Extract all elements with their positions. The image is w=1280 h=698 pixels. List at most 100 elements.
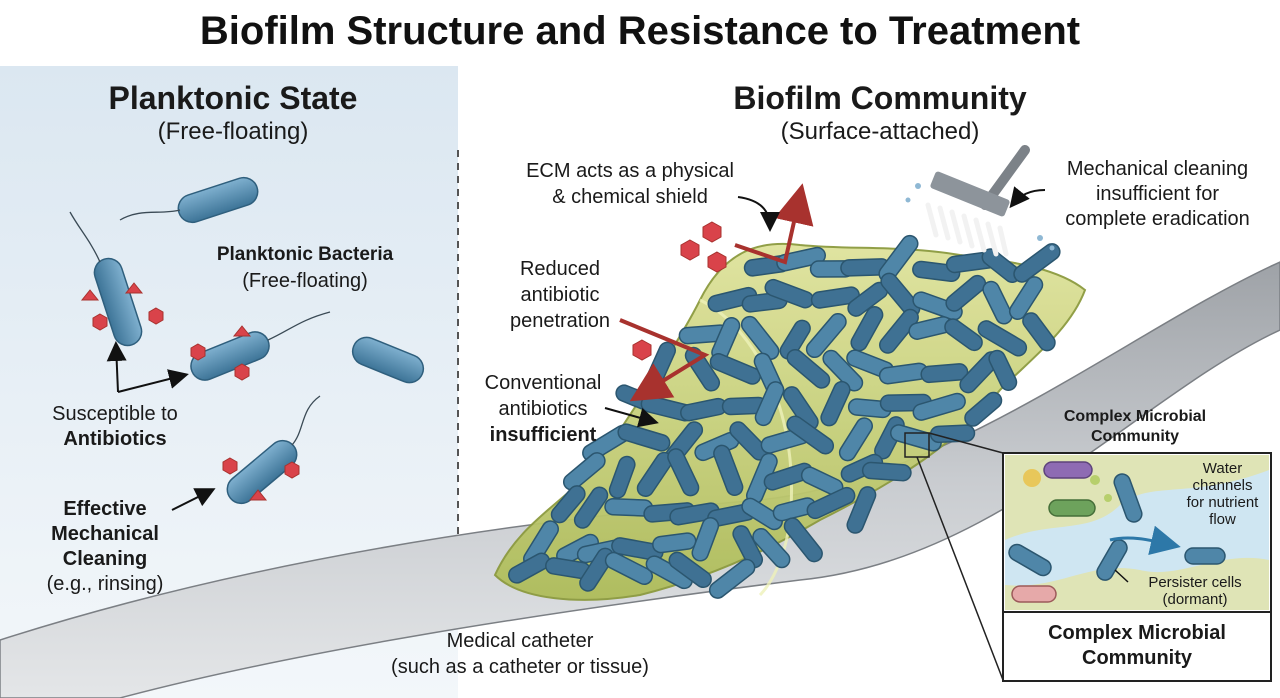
biofilm-bacterium <box>562 452 606 491</box>
inset-caption-1: Complex Microbial <box>1048 622 1226 644</box>
cleaning-brush <box>905 145 1055 257</box>
biofilm-bacterium <box>805 313 847 359</box>
biofilm-bacterium <box>617 423 671 452</box>
persister-label-2: (dormant) <box>1162 591 1228 608</box>
biofilm-bacterium <box>822 349 864 392</box>
planktonic-bacterium <box>351 336 425 384</box>
conventional-label-2: antibiotics <box>498 398 588 420</box>
susceptible-label: Susceptible to <box>52 403 178 425</box>
page-title: Biofilm Structure and Resistance to Trea… <box>199 9 1081 53</box>
biofilm-bacterium <box>708 558 756 599</box>
biofilm-bacterium <box>779 319 811 360</box>
biofilm-bacterium <box>820 380 851 427</box>
inset-bacterium <box>1043 461 1093 479</box>
conventional-label-3: insufficient <box>489 424 597 446</box>
ecm-arrow <box>737 196 780 232</box>
water-label-1: Water <box>1202 460 1243 477</box>
biofilm-bacterium <box>1013 243 1061 283</box>
biofilm-bacterium <box>752 527 791 569</box>
water-label-2: channels <box>1192 477 1253 494</box>
biofilm-bacterium <box>988 349 1018 391</box>
planktonic-heading: Planktonic State <box>108 80 358 116</box>
biofilm-bacterium <box>945 274 987 312</box>
planktonic-subheading: (Free-floating) <box>157 118 309 145</box>
flagellum <box>119 209 181 221</box>
biofilm-bacterium <box>740 315 780 360</box>
mechanical-label-2: insufficient for <box>1095 183 1220 205</box>
biofilm-bacteria <box>508 234 1061 599</box>
biofilm-subheading: (Surface-attached) <box>780 118 980 145</box>
biofilm-bacterium <box>573 486 609 529</box>
biofilm-bacterium <box>912 392 966 421</box>
planktonic-bacteria <box>69 176 425 505</box>
biofilm-bacterium <box>977 320 1028 357</box>
biofilm-bacterium <box>810 286 860 309</box>
biofilm-bacterium <box>912 291 963 321</box>
water-flow-arrow <box>1109 525 1181 555</box>
inset-bacterium <box>1048 499 1096 517</box>
biofilm-bacterium <box>1022 312 1056 352</box>
biofilm-bacterium <box>604 551 654 586</box>
biofilm-bacterium <box>668 551 712 589</box>
biofilm-bacterium <box>691 517 720 562</box>
inset-bacterium <box>1113 473 1143 523</box>
biofilm-bacterium <box>806 486 856 520</box>
water-label-3: for nutrient <box>1186 494 1259 511</box>
cleaning-example: (e.g., rinsing) <box>46 573 164 595</box>
biofilm-bacterium <box>964 391 1003 427</box>
biofilm-bacterium <box>846 486 877 534</box>
planktonic-bacteria-sublabel: (Free-floating) <box>242 270 368 292</box>
inset-bacteria <box>1008 461 1226 603</box>
biofilm-bacterium <box>579 547 614 592</box>
water-label-4: flow <box>1209 511 1236 528</box>
inset-bacterium <box>1011 585 1057 603</box>
catheter-label-1: Medical catheter <box>446 630 594 652</box>
biofilm-bacterium <box>786 348 831 389</box>
biofilm-bacterium <box>982 280 1013 325</box>
persister-cell <box>1184 547 1226 565</box>
ecm-label-2: & chemical shield <box>552 186 708 208</box>
susceptible-arrow-right <box>117 369 189 393</box>
zoom-line-bottom <box>916 456 1004 681</box>
planktonic-bacteria-label: Planktonic Bacteria <box>216 244 394 265</box>
cleaning-label-1: Effective <box>63 498 147 520</box>
biofilm-bacterium <box>838 417 874 462</box>
biofilm-bacterium <box>550 485 586 524</box>
penetration-label-3: penetration <box>509 310 611 332</box>
cleaning-label-2: Mechanical <box>51 523 159 545</box>
inset-top-label-1: Complex Microbial <box>1063 408 1207 425</box>
biofilm-bacterium <box>786 415 835 455</box>
biofilm-bacterium <box>508 552 551 584</box>
conventional-label-1: Conventional <box>484 372 602 394</box>
zoom-line-top <box>928 432 1004 454</box>
mechanical-label-1: Mechanical cleaning <box>1066 158 1249 180</box>
biofilm-bacterium <box>611 537 664 561</box>
planktonic-antibiotics <box>80 282 300 501</box>
mechanical-label-3: complete eradication <box>1065 208 1250 230</box>
biofilm-bacterium <box>783 517 823 563</box>
biofilm-bacterium <box>741 497 783 531</box>
biofilm-bacterium <box>929 424 976 444</box>
planktonic-bacterium <box>177 176 259 224</box>
inset-bacterium <box>1096 539 1128 581</box>
inset-top-label-2: Community <box>1091 428 1179 445</box>
biofilm-bacterium <box>920 363 969 384</box>
inset-scene <box>1005 455 1269 610</box>
biofilm-bacterium <box>944 318 983 352</box>
cleaning-label-3: Cleaning <box>62 548 148 570</box>
ecm-label-1: ECM acts as a physical <box>526 160 734 182</box>
biofilm-heading: Biofilm Community <box>733 80 1027 116</box>
persister-label-1: Persister cells <box>1148 574 1242 591</box>
antibiotic-molecules <box>632 221 727 361</box>
biofilm-bacterium <box>709 353 762 385</box>
susceptible-arrow-up <box>106 341 127 393</box>
biofilm-bacterium <box>707 286 758 313</box>
susceptible-antibiotics: Antibiotics <box>63 428 167 450</box>
biofilm-bacterium <box>879 308 919 354</box>
persister-leader <box>1114 569 1129 583</box>
flagellum <box>69 211 101 263</box>
biofilm-bacterium <box>1008 276 1044 320</box>
biofilm-bacterium <box>667 448 700 497</box>
planktonic-bacterium <box>93 257 143 347</box>
biofilm-bacterium <box>776 246 826 272</box>
